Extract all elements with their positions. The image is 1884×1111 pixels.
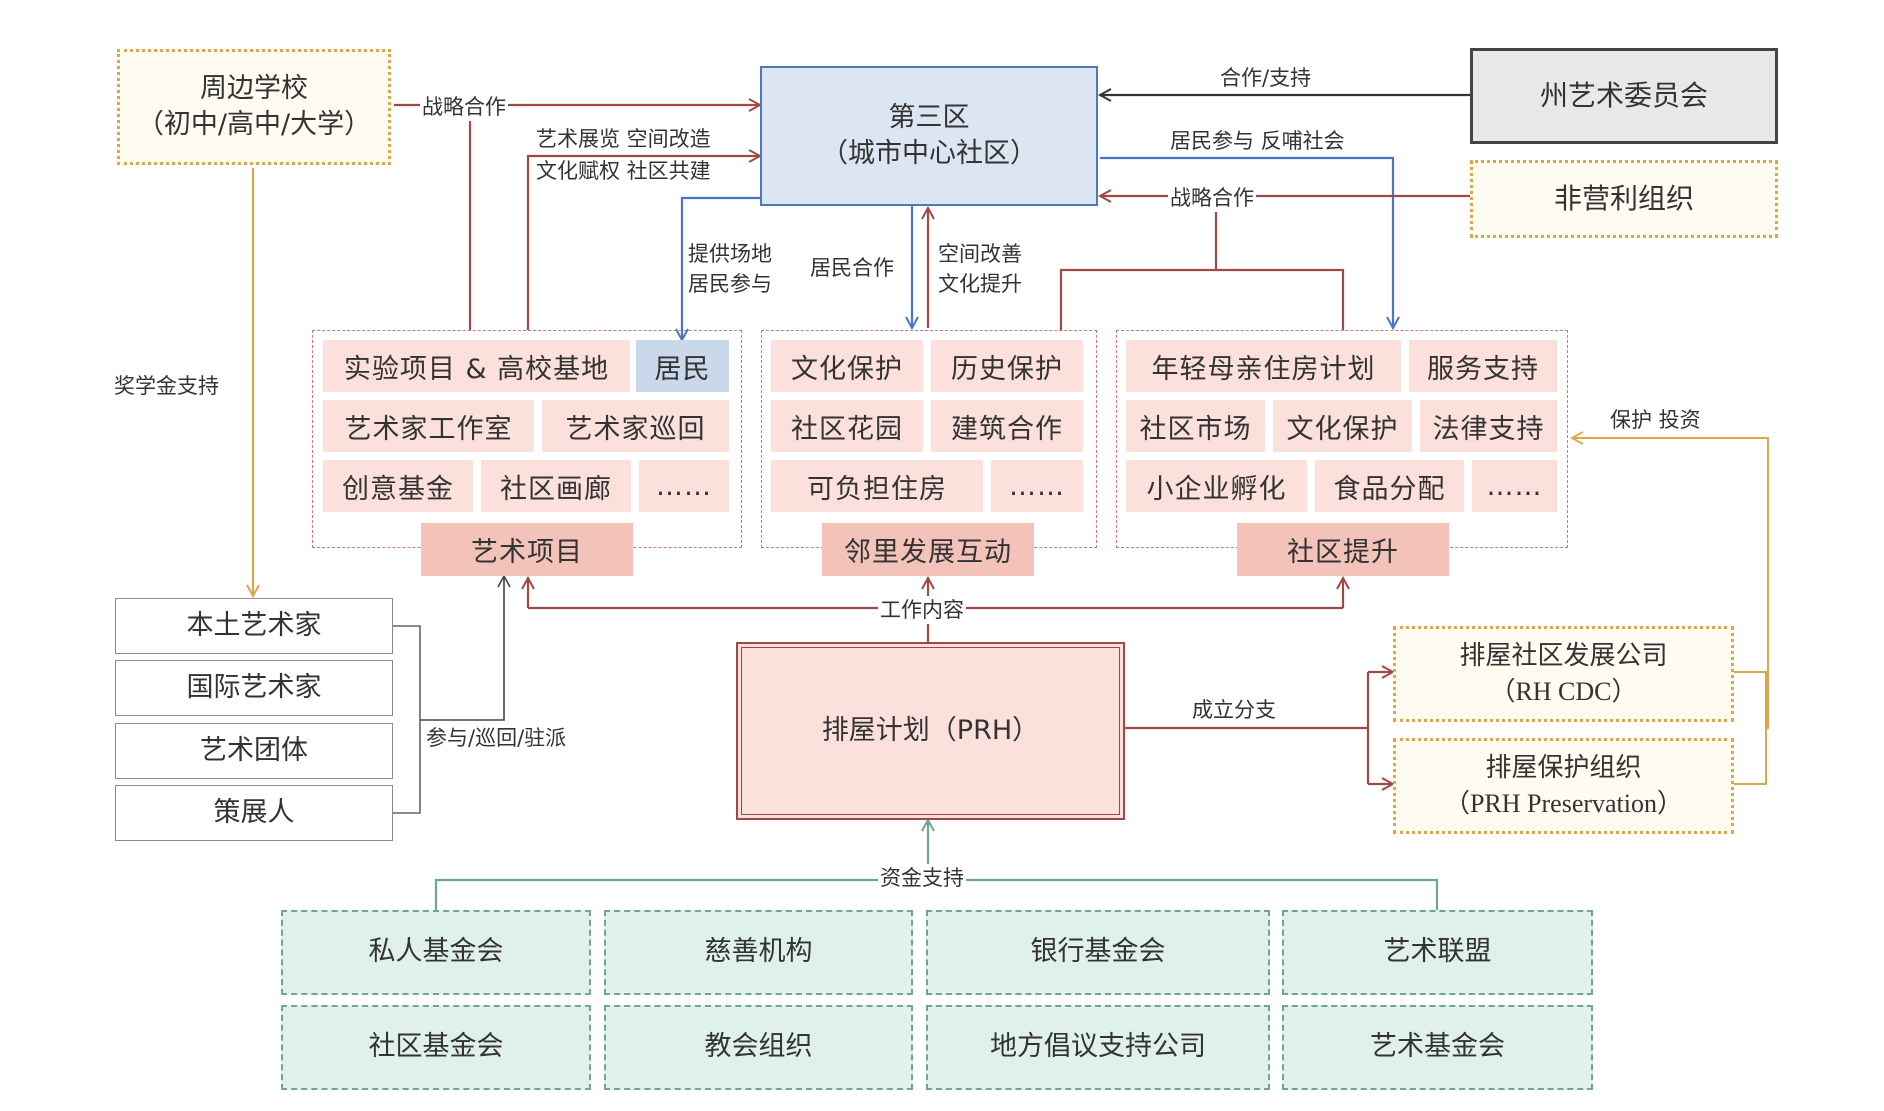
funder-bank-foundation[interactable]: 银行基金会 [926,910,1270,995]
edge-label-culture-up: 文化提升 [938,272,1022,296]
funder-arts-alliance[interactable]: 艺术联盟 [1282,910,1593,995]
edge-label-resident-part: 居民参与 [688,272,772,296]
edge-label-resident-coop: 居民合作 [810,256,894,280]
art-cell-more: …… [639,460,729,512]
school-subtitle: （初中/高中/大学） [136,109,372,140]
funder-private-foundation[interactable]: 私人基金会 [281,910,591,995]
funder-community-foundation[interactable]: 社区基金会 [281,1005,591,1090]
funder-lisc[interactable]: 地方倡议支持公司 [926,1005,1270,1090]
prh-node[interactable]: 排屋计划（PRH） [736,642,1125,820]
edge-label-space-improve: 空间改善 [938,242,1022,266]
neighbor-cell-culture[interactable]: 文化保护 [771,340,923,392]
preservation-subtitle: （PRH Preservation） [1443,789,1684,818]
preservation-node[interactable]: 排屋保护组织 （PRH Preservation） [1393,738,1734,834]
edge-label-resident-feedback: 居民参与 反哺社会 [1170,129,1345,153]
art-cell-gallery[interactable]: 社区画廊 [481,460,631,512]
district-title: 第三区 [888,101,970,133]
edge-label-coop-support: 合作/支持 [1220,66,1312,90]
cdc-title: 排屋社区发展公司 [1459,640,1668,671]
artist-item-international[interactable]: 国际艺术家 [115,660,393,716]
edge-label-scholarship: 奖学金支持 [114,374,219,398]
edge-label-venue: 提供场地 [688,242,772,266]
community-cell-legal[interactable]: 法律支持 [1420,400,1557,452]
art-cell-fund[interactable]: 创意基金 [323,460,473,512]
district-node[interactable]: 第三区 （城市中心社区） [760,66,1098,206]
residents-cell[interactable]: 居民 [636,340,729,392]
community-cell-culture[interactable]: 文化保护 [1273,400,1412,452]
school-node[interactable]: 周边学校 （初中/高中/大学） [117,49,391,165]
cdc-subtitle: （RH CDC） [1489,677,1638,706]
neighbor-cell-housing[interactable]: 可负担住房 [771,460,983,512]
edge-label-strategic-school: 战略合作 [420,93,508,122]
cdc-node[interactable]: 排屋社区发展公司 （RH CDC） [1393,626,1734,722]
state-arts-node[interactable]: 州艺术委员会 [1470,48,1778,144]
community-cell-market[interactable]: 社区市场 [1126,400,1265,452]
community-cell-mothers-housing[interactable]: 年轻母亲住房计划 [1126,340,1401,392]
community-cell-food[interactable]: 食品分配 [1315,460,1464,512]
edge-label-strategic-nonprofit: 战略合作 [1168,184,1256,213]
artist-item-curator[interactable]: 策展人 [115,785,393,841]
edge-label-work: 工作内容 [878,596,966,625]
nonprofit-node[interactable]: 非营利组织 [1470,160,1778,238]
neighbor-cell-more: …… [991,460,1083,512]
artist-item-group[interactable]: 艺术团体 [115,723,393,779]
edge-label-branch: 成立分支 [1192,698,1276,722]
preservation-title: 排屋保护组织 [1485,752,1642,783]
funder-church[interactable]: 教会组织 [604,1005,913,1090]
community-cell-more: …… [1472,460,1557,512]
edge-label-art-exhibit: 艺术展览 空间改造 [536,127,711,151]
neighbor-cell-garden[interactable]: 社区花园 [771,400,923,452]
edge-label-culture-empower: 文化赋权 社区共建 [536,159,711,183]
edge-label-protect-invest: 保护 投资 [1610,408,1701,432]
funder-arts-foundation[interactable]: 艺术基金会 [1282,1005,1593,1090]
community-cell-service[interactable]: 服务支持 [1409,340,1557,392]
funder-charity[interactable]: 慈善机构 [604,910,913,995]
district-subtitle: （城市中心社区） [821,138,1037,169]
art-group-label[interactable]: 艺术项目 [421,523,633,576]
community-cell-incubator[interactable]: 小企业孵化 [1126,460,1307,512]
art-cell-lab-base[interactable]: 实验项目 & 高校基地 [323,340,630,392]
edge-label-funding: 资金支持 [878,864,966,893]
school-title: 周边学校 [199,72,308,104]
art-cell-tour[interactable]: 艺术家巡回 [542,400,729,452]
artist-item-local[interactable]: 本土艺术家 [115,598,393,654]
neighbor-group-label[interactable]: 邻里发展互动 [822,523,1034,576]
art-cell-studio[interactable]: 艺术家工作室 [323,400,534,452]
community-group-label[interactable]: 社区提升 [1237,523,1449,576]
edge-label-participate: 参与/巡回/驻派 [426,726,567,750]
neighbor-cell-history[interactable]: 历史保护 [931,340,1083,392]
neighbor-cell-architecture[interactable]: 建筑合作 [931,400,1083,452]
